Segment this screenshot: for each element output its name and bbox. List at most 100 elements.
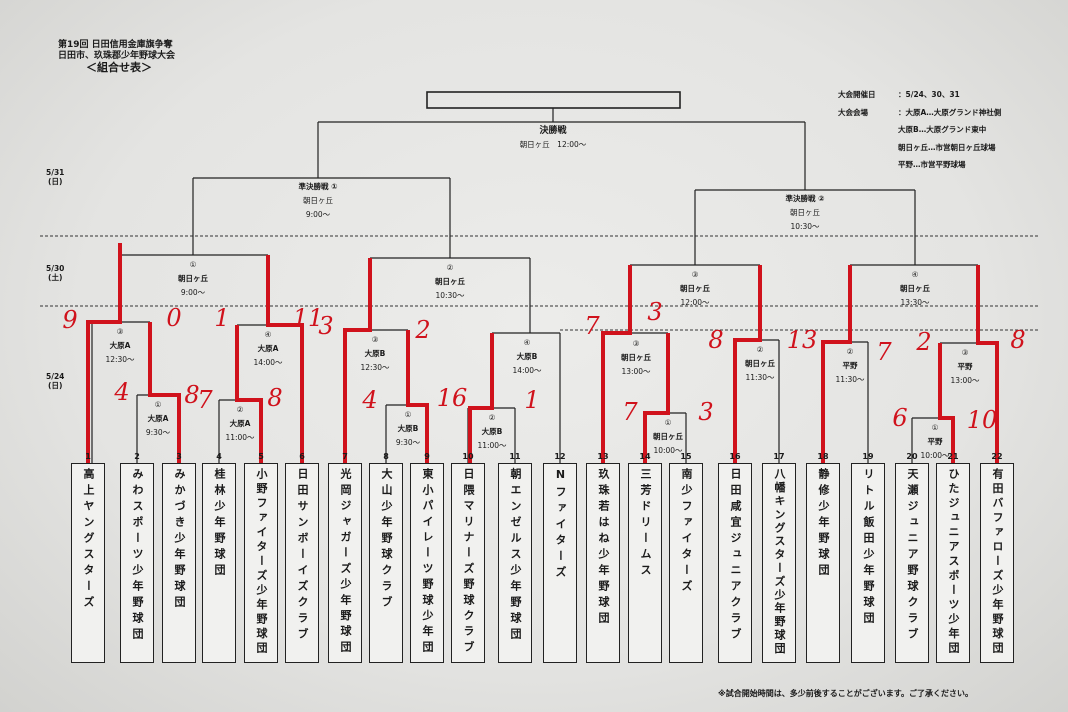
- match-number: ②: [236, 405, 244, 414]
- match-venue: 大原A: [257, 344, 279, 353]
- team-number: 12: [554, 452, 566, 461]
- match-time: 9:00〜: [305, 210, 331, 219]
- team-number: 7: [342, 452, 348, 461]
- team-number: 13: [597, 452, 609, 461]
- team-number: 4: [216, 452, 222, 461]
- team-slot: みわスポーツ少年野球団: [120, 463, 154, 663]
- team-number: 19: [862, 452, 874, 461]
- match-time: 9:00〜: [180, 288, 206, 297]
- round1-match: ② 大原B 11:00〜: [477, 411, 506, 453]
- dates-label: 大会開催日: [838, 90, 876, 99]
- handwritten-score: 0: [166, 304, 182, 332]
- team-number: 18: [817, 452, 829, 461]
- final-match: 決勝戦 朝日ヶ丘 12:00〜: [520, 124, 587, 152]
- team-slot: 東小パイレーツ野球少年団: [410, 463, 444, 663]
- match-time: 13:30〜: [900, 298, 930, 307]
- match-venue: 朝日ヶ丘: [435, 277, 465, 286]
- team-slot: ひたジュニアスポーツ少年団: [936, 463, 970, 663]
- team-slot: みかづき少年野球団: [162, 463, 196, 663]
- match-number: ④: [264, 330, 272, 339]
- team-slot: 日田咸宜ジュニアクラブ: [718, 463, 752, 663]
- footer-note: ※試合開始時間は、多少前後することがございます。ご了承ください。: [718, 689, 973, 698]
- handwritten-score: 11: [292, 304, 324, 332]
- match-venue: 大原B: [516, 352, 538, 361]
- team-number: 2: [134, 452, 140, 461]
- match-venue: 大原B: [397, 424, 419, 433]
- handwritten-score: 2: [415, 316, 431, 344]
- final-label: 決勝戦: [539, 126, 567, 136]
- day-text: (日): [48, 177, 63, 186]
- match-number: ①: [664, 418, 672, 427]
- handwritten-score: 3: [647, 298, 663, 326]
- match-number: ②: [488, 413, 496, 422]
- team-number: 15: [680, 452, 692, 461]
- match-time: 10:00〜: [920, 451, 950, 460]
- round2-match: ① 朝日ヶ丘 9:00〜: [178, 258, 208, 300]
- round1-match: ④ 大原A 14:00〜: [253, 328, 282, 370]
- match-number: ①: [189, 260, 197, 269]
- handwritten-score: 8: [184, 381, 200, 409]
- team-slot: 天瀬ジュニア野球クラブ: [895, 463, 929, 663]
- final-venue-time: 朝日ヶ丘 12:00〜: [519, 140, 587, 149]
- round1-match: ④ 大原B 14:00〜: [512, 336, 541, 378]
- handwritten-score: 4: [362, 386, 378, 414]
- match-time: 11:30〜: [835, 375, 865, 384]
- handwritten-score: 3: [318, 312, 334, 340]
- match-number: ③: [116, 327, 124, 336]
- handwritten-score: 8: [1010, 326, 1026, 354]
- match-number: ③: [371, 335, 379, 344]
- team-number: 22: [991, 452, 1003, 461]
- match-label: 準決勝戦 ①: [298, 182, 338, 191]
- match-venue: 朝日ヶ丘: [621, 353, 651, 362]
- day-separators: [40, 235, 1040, 331]
- venue-item: 平野…市営平野球場: [898, 160, 966, 169]
- team-number: 3: [176, 452, 182, 461]
- day-text: (日): [48, 381, 63, 390]
- team-number: 8: [383, 452, 389, 461]
- team-slot: 有田バファローズ少年野球団: [980, 463, 1014, 663]
- team-slot: 八幡キングスターズ少年野球団: [762, 463, 796, 663]
- match-time: 14:00〜: [253, 358, 283, 367]
- handwritten-score: 3: [698, 398, 714, 426]
- team-slot: 三芳ドリームス: [628, 463, 662, 663]
- team-slot: 小野ファイターズ少年野球団: [244, 463, 278, 663]
- handwritten-score: 8: [708, 326, 724, 354]
- match-number: ④: [523, 338, 531, 347]
- handwritten-score: 4: [114, 378, 130, 406]
- venue-label: 大会会場: [838, 107, 868, 117]
- team-slot: 静修少年野球団: [806, 463, 840, 663]
- date-text: 5/24: [46, 372, 65, 381]
- team-number: 14: [639, 452, 651, 461]
- team-slot: 南少ファイターズ: [669, 463, 703, 663]
- match-venue: 朝日ヶ丘: [178, 274, 208, 283]
- team-slot: 高上ヤングスターズ: [71, 463, 105, 663]
- match-number: ①: [404, 410, 412, 419]
- team-slot: 玖珠若はね少年野球団: [586, 463, 620, 663]
- match-time: 12:30〜: [360, 363, 390, 372]
- match-time: 10:30〜: [790, 222, 820, 231]
- match-number: ④: [911, 270, 919, 279]
- champion-box: [426, 91, 681, 109]
- team-number: 21: [947, 452, 959, 461]
- match-time: 11:00〜: [477, 441, 507, 450]
- team-number: 5: [258, 452, 264, 461]
- date-text: 5/30: [46, 264, 65, 273]
- handwritten-score: 7: [876, 338, 892, 366]
- match-venue: 大原A: [109, 341, 131, 350]
- match-time: 12:00〜: [680, 298, 710, 307]
- team-slot: 日隈マリナーズ野球クラブ: [451, 463, 485, 663]
- match-venue: 大原B: [481, 427, 503, 436]
- match-time: 14:00〜: [512, 366, 542, 375]
- handwritten-score: 7: [197, 386, 213, 414]
- team-number: 20: [906, 452, 918, 461]
- match-time: 13:00〜: [950, 376, 980, 385]
- winner-marker-lines: [86, 243, 999, 463]
